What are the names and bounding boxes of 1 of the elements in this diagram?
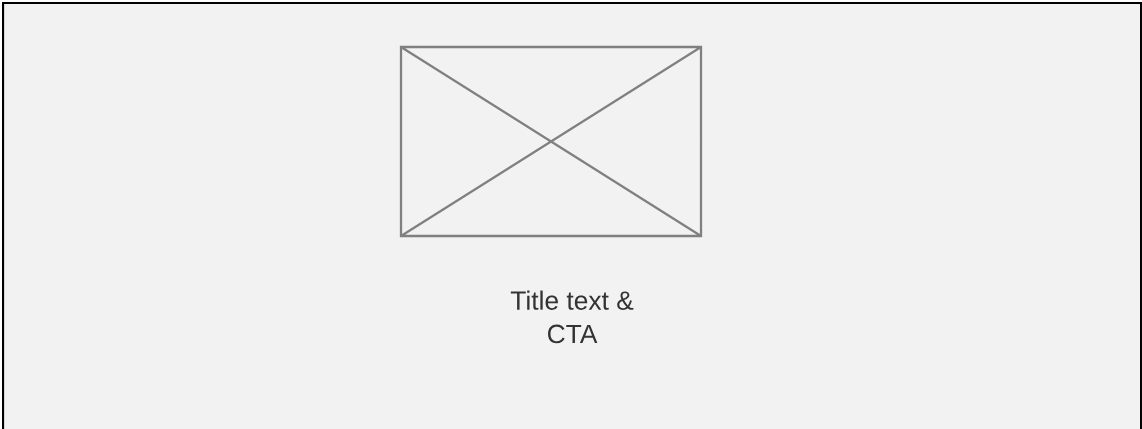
frame-box: Title text & CTA <box>2 2 1142 429</box>
